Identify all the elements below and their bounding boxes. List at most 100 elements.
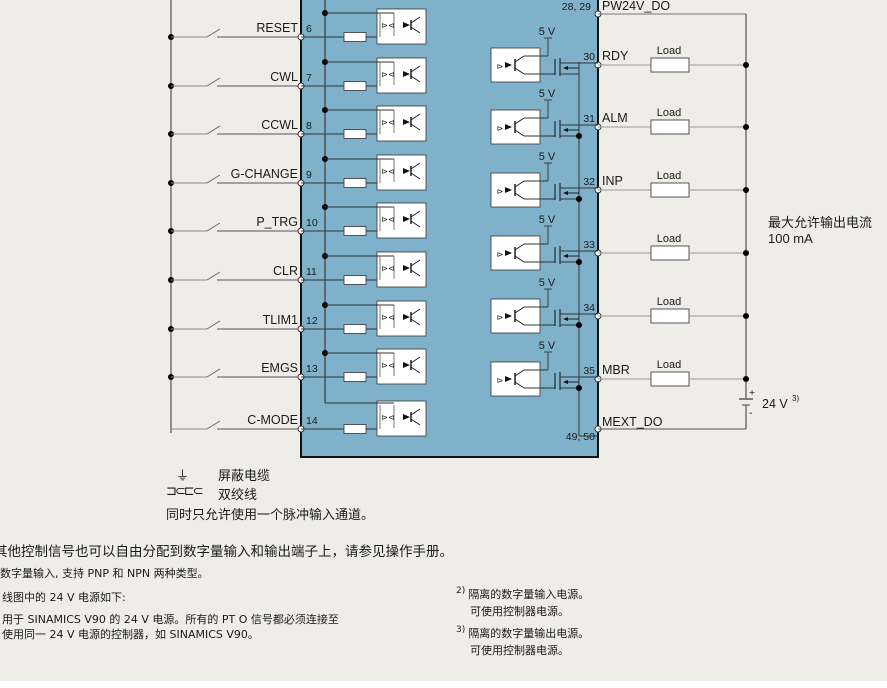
optocoupler bbox=[376, 154, 427, 191]
supply-5v-label: 5 V bbox=[539, 88, 556, 100]
resistor bbox=[343, 81, 367, 91]
resistor bbox=[343, 424, 367, 434]
led-diode-icon: ⊳⊲ bbox=[381, 21, 394, 30]
collector bbox=[514, 306, 525, 314]
emitter bbox=[410, 75, 421, 83]
led-diode-icon: ⊳ bbox=[497, 250, 504, 259]
input-label: CLR bbox=[273, 264, 298, 278]
mosfet-arrow-head bbox=[563, 66, 568, 70]
light-arrow-icon bbox=[505, 124, 512, 130]
bus-junction bbox=[743, 187, 749, 193]
light-arrow-icon bbox=[403, 22, 410, 28]
emitter bbox=[514, 192, 525, 200]
light-arrow-icon bbox=[505, 250, 512, 256]
resistor bbox=[343, 372, 367, 382]
light-arrow-icon bbox=[505, 376, 512, 382]
collector bbox=[410, 408, 421, 416]
shield-icon: ⏚ bbox=[176, 469, 190, 484]
input-pin-number: 7 bbox=[306, 72, 312, 84]
resistor bbox=[343, 178, 367, 188]
led-diode-icon: ⊳ bbox=[497, 187, 504, 196]
load-label: Load bbox=[657, 296, 681, 308]
switch-contact bbox=[206, 320, 221, 330]
supply-24v-label: 24 V bbox=[762, 397, 788, 411]
twisted-pair-icon: ⊐⊂⊏⊂ bbox=[166, 484, 204, 499]
load-resistor bbox=[650, 57, 690, 73]
resistor bbox=[343, 32, 367, 42]
battery-plus-sign: + bbox=[749, 387, 755, 399]
load-label: Load bbox=[657, 359, 681, 371]
input-pin-number: 9 bbox=[306, 169, 312, 181]
twisted-pair-label: 双绞线 bbox=[218, 488, 258, 503]
input-label: RESET bbox=[256, 21, 298, 35]
led-diode-icon: ⊳⊲ bbox=[381, 413, 394, 422]
output-pin-number: 33 bbox=[583, 239, 595, 251]
collector bbox=[514, 180, 525, 188]
supply-5v-label: 5 V bbox=[539, 151, 556, 163]
bus-junction bbox=[743, 250, 749, 256]
bus-junction bbox=[743, 62, 749, 68]
light-arrow-icon bbox=[403, 71, 410, 77]
return-junction bbox=[576, 196, 582, 202]
output-label: MBR bbox=[602, 363, 630, 377]
mosfet-arrow-head bbox=[563, 191, 568, 195]
shield-cable-label: 屏蔽电缆 bbox=[218, 469, 271, 484]
emitter bbox=[410, 172, 421, 180]
optocoupler bbox=[376, 105, 427, 142]
led-diode-icon: ⊳ bbox=[497, 313, 504, 322]
footnote-3-line-1: 隔离的数字量输出电源。 bbox=[468, 627, 590, 640]
switch-contact bbox=[206, 77, 221, 87]
switch-contact bbox=[206, 420, 221, 430]
led-diode-icon: ⊳⊲ bbox=[381, 70, 394, 79]
footnote-3: 3)隔离的数字量输出电源。 bbox=[456, 625, 589, 641]
light-arrow-icon bbox=[505, 187, 512, 193]
output-pin-number: 32 bbox=[583, 176, 595, 188]
load-resistor bbox=[650, 182, 690, 198]
light-arrow-icon bbox=[403, 216, 410, 222]
light-arrow-icon bbox=[505, 62, 512, 68]
light-arrow-icon bbox=[403, 168, 410, 174]
return-junction bbox=[576, 385, 582, 391]
output-pin-number: 34 bbox=[583, 302, 595, 314]
switch-contact bbox=[206, 125, 221, 135]
led-diode-icon: ⊳⊲ bbox=[381, 215, 394, 224]
mosfet-arrow-head bbox=[563, 380, 568, 384]
power-bottom-label: MEXT_DO bbox=[602, 415, 663, 429]
return-junction bbox=[576, 259, 582, 265]
collector bbox=[410, 113, 421, 121]
input-label: CCWL bbox=[261, 118, 298, 132]
output-pin-number: 31 bbox=[583, 113, 595, 125]
input-pin-number: 13 bbox=[306, 363, 318, 375]
note-line-4: 用于 SINAMICS V90 的 24 V 电源。所有的 PT O 信号都必须… bbox=[2, 613, 339, 626]
load-resistor bbox=[650, 119, 690, 135]
footnote-2-line-1: 隔离的数字量输入电源。 bbox=[468, 588, 590, 601]
emitter bbox=[514, 255, 525, 263]
resistor bbox=[343, 324, 367, 334]
power-top-label: PW24V_DO bbox=[602, 0, 670, 13]
led-diode-icon: ⊳ bbox=[497, 62, 504, 71]
input-label: G-CHANGE bbox=[231, 167, 298, 181]
collector bbox=[410, 210, 421, 218]
battery-minus-sign: - bbox=[749, 407, 753, 419]
collector bbox=[514, 117, 525, 125]
input-label: P_TRG bbox=[256, 215, 298, 229]
mosfet-arrow-head bbox=[563, 254, 568, 258]
supply-note-mark: 3) bbox=[792, 394, 799, 403]
switch-contact bbox=[206, 174, 221, 184]
resistor bbox=[343, 129, 367, 139]
footnote-3-line-2: 可使用控制器电源。 bbox=[470, 644, 569, 657]
optocoupler bbox=[376, 348, 427, 385]
note-line-2: 数字量输入, 支持 PNP 和 NPN 两种类型。 bbox=[0, 567, 209, 580]
collector bbox=[514, 55, 525, 63]
collector bbox=[410, 308, 421, 316]
input-pin-number: 6 bbox=[306, 23, 312, 35]
output-pin-number: 30 bbox=[583, 51, 595, 63]
emitter bbox=[514, 318, 525, 326]
power-top-pin: 28, 29 bbox=[562, 1, 591, 13]
